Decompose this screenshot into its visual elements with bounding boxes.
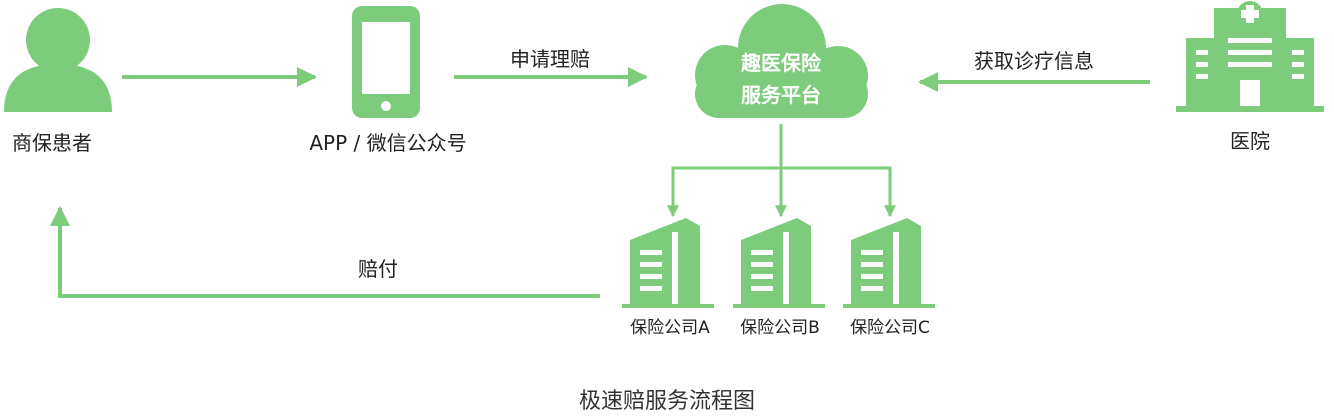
arrow-platform-to-company-c: [781, 166, 896, 218]
diagram-caption: 极速赔服务流程图: [579, 389, 755, 414]
company-c-node: 保险公司C: [843, 218, 935, 338]
platform-label-line2: 服务平台: [741, 83, 821, 107]
edge-label-apply-claim: 申请理赔: [510, 47, 590, 71]
building-icon: [622, 218, 714, 308]
building-icon: [843, 218, 935, 308]
platform-to-companies-connector: [667, 124, 896, 218]
user-icon: [4, 8, 112, 112]
company-b-label: 保险公司B: [740, 318, 820, 338]
arrow-platform-to-company-a: [667, 166, 781, 218]
company-c-label: 保险公司C: [850, 318, 930, 338]
platform-node: 趣医保险 服务平台: [695, 4, 868, 118]
company-a-node: 保险公司A: [622, 218, 714, 338]
company-a-label: 保险公司A: [630, 318, 710, 338]
patient-node: 商保患者: [4, 8, 112, 155]
smartphone-icon: [352, 6, 420, 118]
app-node: APP / 微信公众号: [309, 6, 467, 155]
arrow-companies-to-patient: [50, 206, 600, 298]
hospital-node: 医院: [1176, 1, 1324, 153]
company-b-node: 保险公司B: [733, 218, 825, 338]
hospital-label: 医院: [1230, 129, 1270, 153]
edge-label-get-info: 获取诊疗信息: [974, 49, 1094, 73]
platform-label-line1: 趣医保险: [740, 51, 822, 75]
building-icon: [733, 218, 825, 308]
edge-label-payout: 赔付: [358, 257, 398, 281]
app-label: APP / 微信公众号: [309, 131, 466, 155]
patient-label: 商保患者: [12, 131, 92, 155]
cloud-icon: [695, 4, 868, 118]
hospital-icon: [1176, 1, 1324, 112]
